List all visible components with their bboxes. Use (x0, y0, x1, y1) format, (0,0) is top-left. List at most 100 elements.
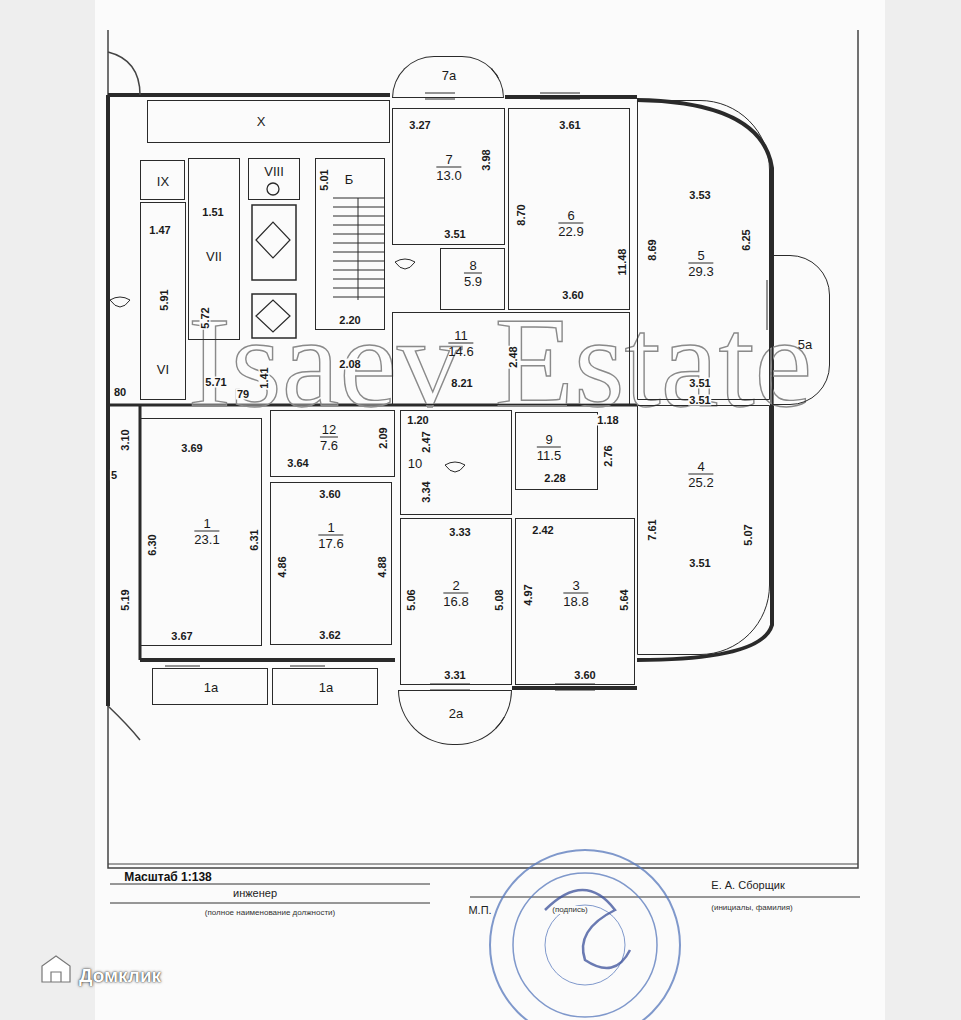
room-area: 11.5 (537, 447, 561, 463)
room: 1а (272, 668, 378, 705)
dimension: 4.86 (277, 555, 288, 578)
dimension: 3.34 (421, 480, 432, 503)
caption-note: (подпись) (552, 906, 588, 914)
room-number: 2 (443, 578, 468, 593)
dimension: 5.19 (120, 588, 131, 611)
dimension: 11.48 (617, 248, 628, 277)
dimension: 1.20 (406, 415, 429, 426)
room: 85.9 (440, 248, 505, 310)
room-number: VIII (264, 164, 284, 179)
dimension: 2.47 (421, 430, 432, 453)
room: X (147, 100, 390, 143)
dimension: 5.06 (406, 588, 417, 611)
dimension: 8.21 (450, 378, 473, 389)
dimension: 3.60 (318, 489, 341, 500)
dimension: 5.64 (619, 588, 630, 611)
dimension: 80 (113, 387, 127, 398)
dimension: 2.09 (378, 426, 389, 449)
room-area: 18.8 (563, 593, 588, 609)
inner-wall (108, 405, 637, 660)
dimension: 3.98 (481, 148, 492, 171)
room: 1а (152, 668, 268, 705)
room-number: 12 (320, 422, 338, 437)
dimension: 2.08 (338, 359, 361, 370)
dimension: 3.53 (688, 190, 711, 201)
room-area: 29.3 (688, 263, 713, 279)
stair-steps (333, 198, 384, 300)
dimension: 3.33 (448, 527, 471, 538)
dimension: 1.47 (148, 225, 171, 236)
room-number: Б (345, 172, 354, 187)
frame-line (108, 864, 858, 865)
room-number: 1а (319, 680, 333, 695)
room-number: 7а (442, 68, 456, 83)
dimension: 7.61 (647, 518, 658, 541)
room-number: VI (157, 362, 169, 377)
room-area: 13.0 (436, 167, 461, 183)
room-number: 1 (194, 516, 219, 531)
dimension: 1.41 (259, 366, 270, 389)
dimension: 8.69 (647, 238, 658, 261)
room: IX (140, 160, 185, 200)
dimension: 1.18 (596, 415, 619, 426)
dimension: 2.76 (603, 444, 614, 467)
watermark: Isaev Estate (188, 297, 812, 427)
dimension: 2.48 (508, 345, 519, 368)
bay-outline (108, 52, 140, 740)
dimension: 5.71 (204, 377, 227, 388)
room-number: 9 (537, 432, 561, 447)
room: VII (188, 158, 240, 340)
room-number: 5 (688, 248, 713, 263)
frame (108, 30, 858, 868)
elevator (252, 205, 296, 280)
room: 10 (400, 410, 512, 515)
dimension: 2.42 (531, 525, 554, 536)
stamp (490, 850, 680, 1020)
caption-note: (инициалы, фамилия) (711, 904, 793, 912)
dimension: 8.70 (516, 203, 527, 226)
room-number: 8 (464, 258, 482, 273)
dimension: 3.51 (443, 229, 466, 240)
dimension: 79 (236, 389, 250, 400)
caption-note: (полное наименование должности) (205, 909, 335, 917)
dimension: 3.64 (286, 458, 309, 469)
dimension: 3.51 (688, 395, 711, 406)
room-area: 22.9 (558, 223, 583, 239)
dimension: 5 (110, 470, 118, 481)
room-area: 25.2 (688, 474, 713, 490)
signature-text: инженер (233, 888, 277, 899)
dimension: 3.67 (170, 631, 193, 642)
signature-text: Е. А. Сборщик (711, 880, 784, 891)
room-area: 16.8 (443, 593, 468, 609)
signature-text: М.П. (468, 905, 491, 916)
balcony-room: 2а (398, 690, 512, 745)
room: VIII (248, 158, 300, 200)
elevator-mark (256, 222, 290, 258)
dimension: 3.69 (180, 443, 203, 454)
dimension: 6.30 (147, 533, 158, 556)
room: 117.6 (270, 482, 392, 645)
room-area: 17.6 (318, 535, 343, 551)
dimension: 3.51 (688, 558, 711, 569)
chute-symbol (267, 183, 279, 195)
dimension: 3.62 (318, 630, 341, 641)
dimension: 4.97 (523, 583, 534, 606)
dimension: 3.10 (120, 428, 131, 451)
room-number: 1 (318, 520, 343, 535)
room-number: IX (157, 174, 169, 189)
logo-icon (42, 956, 70, 982)
room-number: 7 (436, 152, 461, 167)
dimension: 2.28 (543, 473, 566, 484)
dimension: 3.61 (558, 120, 581, 131)
dimension: 3.27 (408, 120, 431, 131)
dimension: 5.01 (319, 168, 330, 191)
room-area: 23.1 (194, 531, 219, 547)
dimension: 3.60 (573, 670, 596, 681)
balcony-room: 7а (392, 56, 504, 98)
paper (95, 0, 885, 1020)
dimension: 3.51 (688, 378, 711, 389)
logo-text: Домклик (79, 966, 161, 985)
dimension: 5.08 (494, 588, 505, 611)
dimension: 2.20 (338, 315, 361, 326)
dimension: 1.51 (201, 207, 224, 218)
